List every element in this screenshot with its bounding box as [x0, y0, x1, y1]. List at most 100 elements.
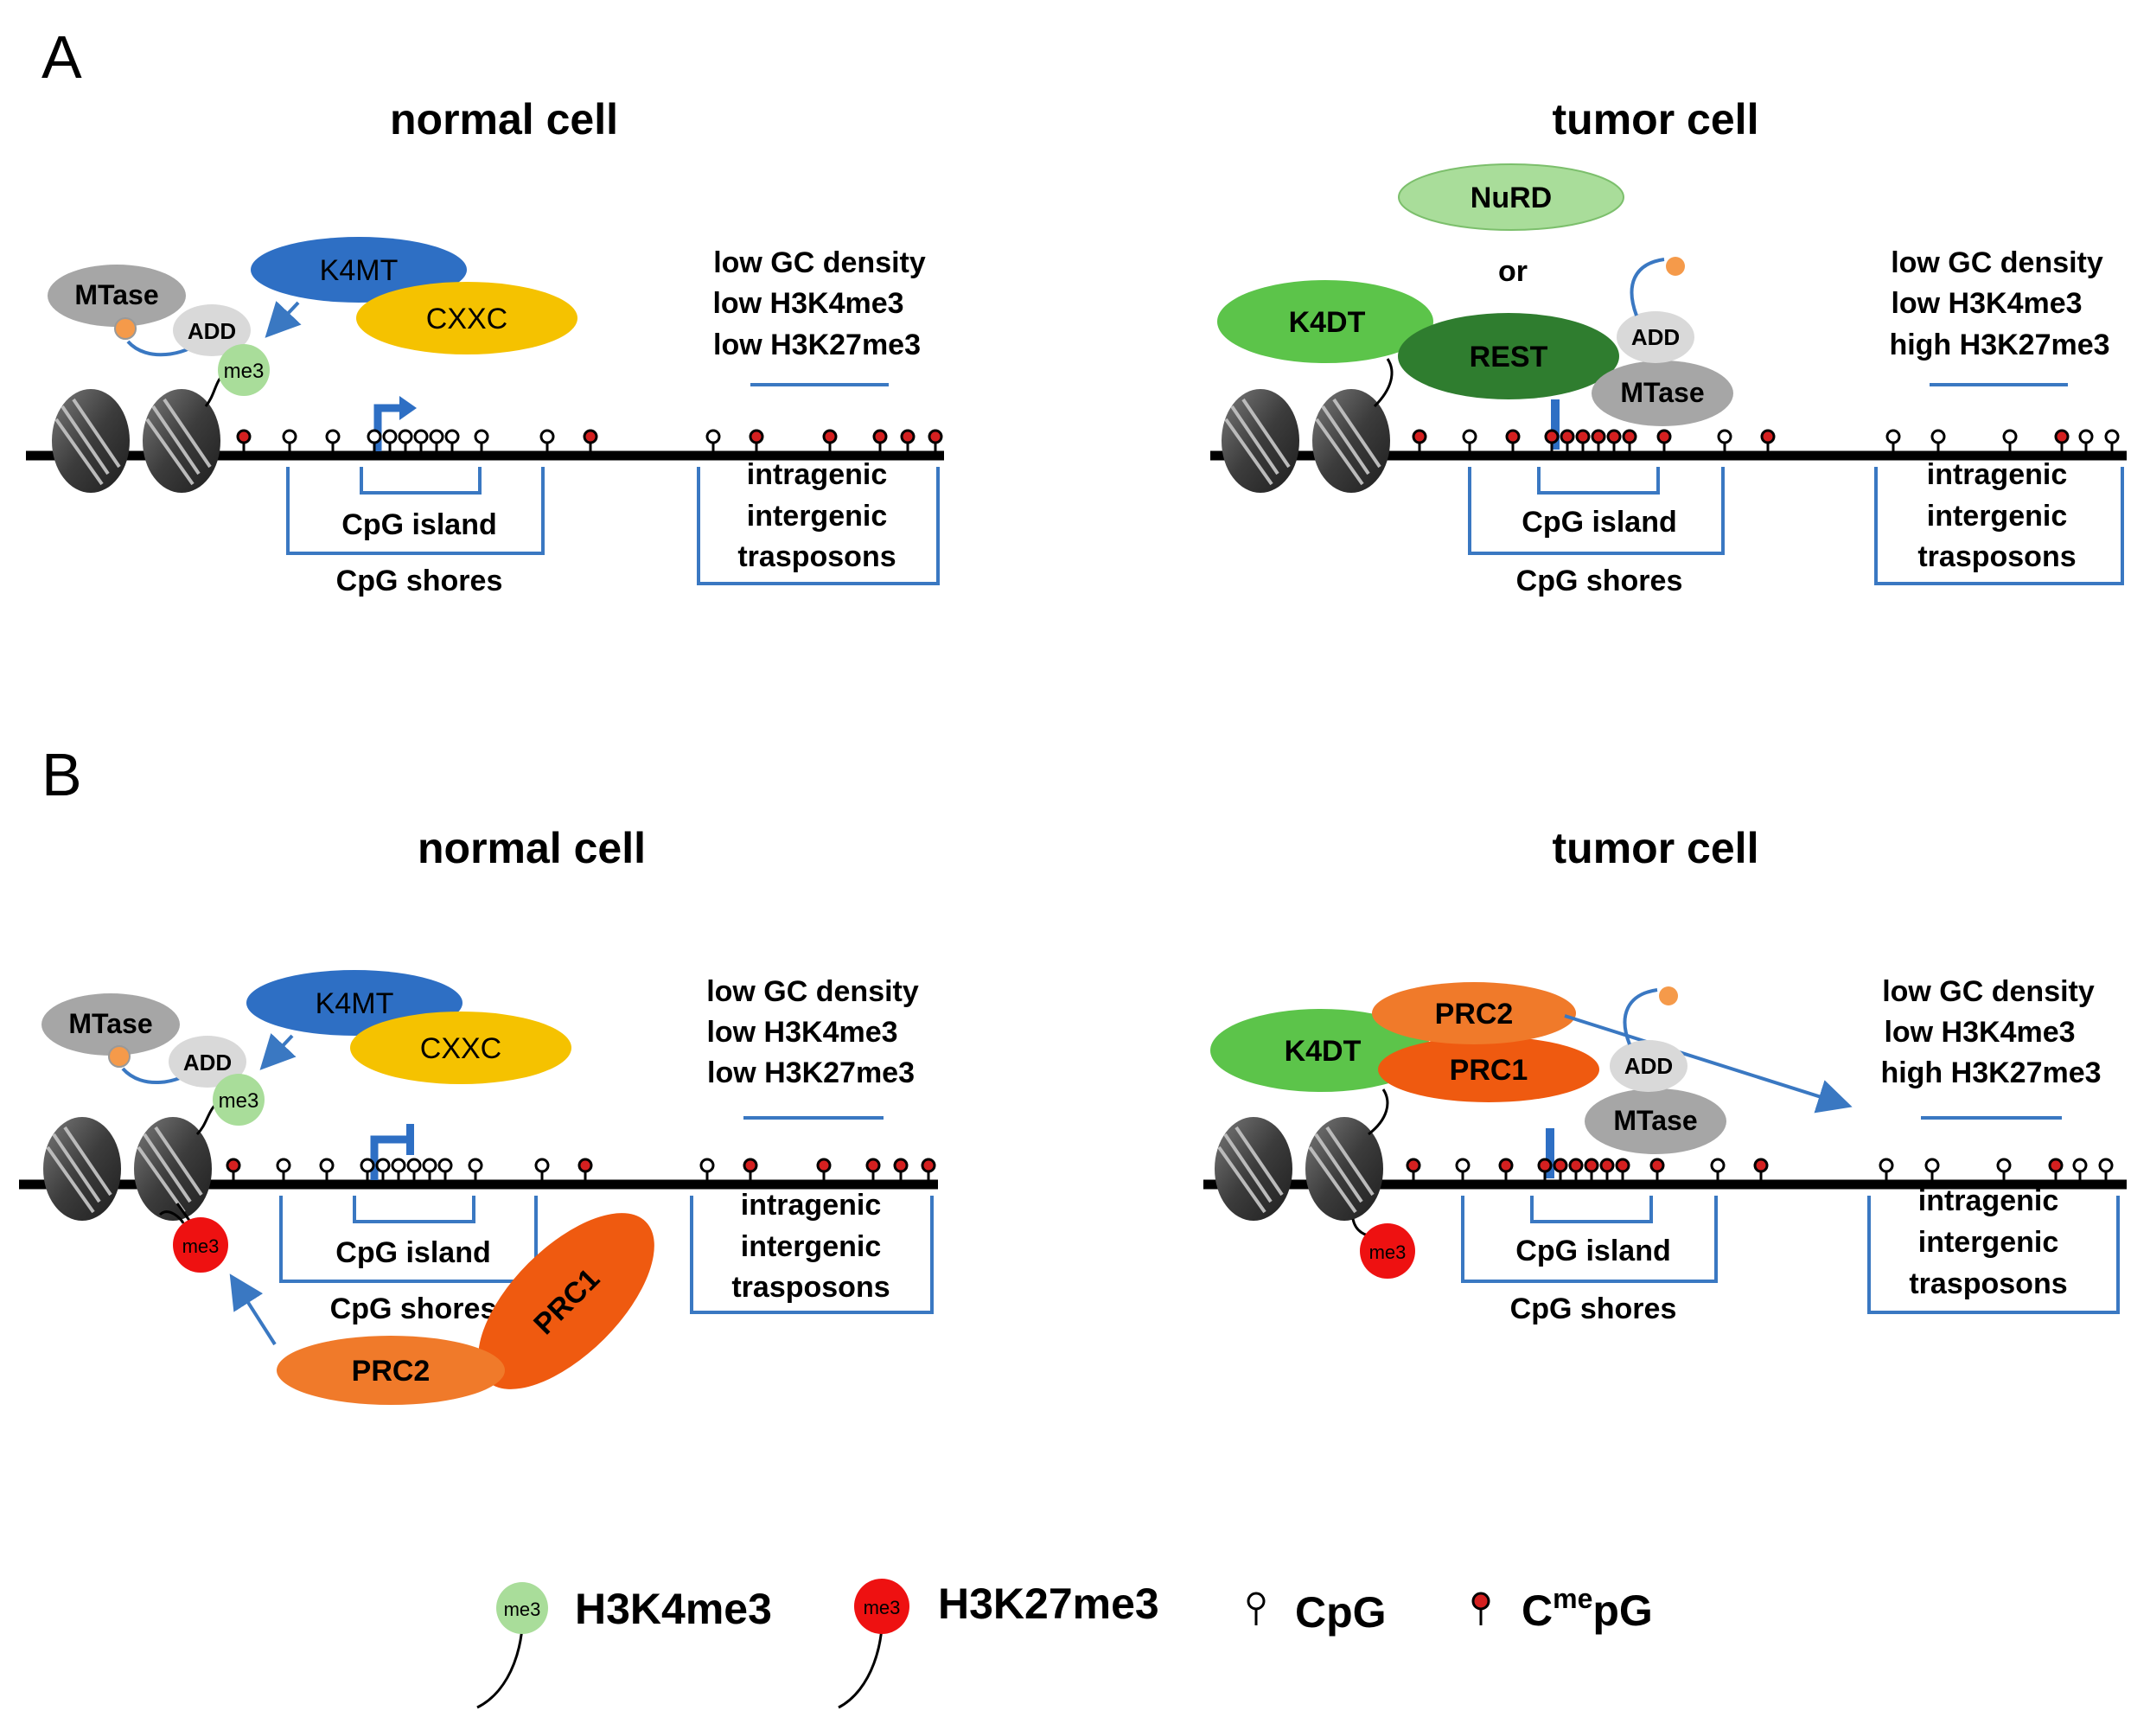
panel-b-tumor: tumor cell K4DT PRC1 PRC2 MTase ADD	[1203, 824, 2127, 1325]
methyl-donor-dot	[1659, 986, 1678, 1005]
prc1-label: PRC1	[1450, 1054, 1528, 1087]
legend-mcpg-label: CmepG	[1522, 1583, 1653, 1635]
cpg-icon	[375, 1158, 391, 1180]
cpg-icon	[444, 429, 460, 451]
h3k27me3-icon	[854, 1579, 909, 1634]
nucleosome-icon	[1312, 389, 1390, 493]
nucleosome-icon	[134, 1117, 212, 1221]
panel-b-label: B	[41, 741, 82, 808]
region-label: trasposons	[1909, 1267, 2067, 1300]
methylated-cpg-icon	[2054, 429, 2070, 451]
cpg-icon	[1879, 1158, 1894, 1180]
cpg-island-bracket	[353, 1196, 475, 1223]
cpg-sites	[236, 429, 943, 451]
feature-line: high H3K27me3	[1880, 1056, 2101, 1089]
methylated-cpg-icon	[1505, 429, 1521, 451]
regions-bracket	[690, 1196, 934, 1314]
nucleosome-icon	[43, 1117, 121, 1221]
cpg-icon	[705, 429, 721, 451]
rest-protein	[1398, 313, 1619, 399]
regions-bracket	[1867, 1196, 2120, 1314]
methylated-cpg-icon	[872, 429, 888, 451]
methylated-cpg-icon	[822, 429, 838, 451]
mcpg-sup: me	[1553, 1583, 1592, 1614]
mtase-label: MTase	[68, 1008, 152, 1039]
methylated-cpg-icon	[816, 1158, 832, 1180]
k4dt-label: K4DT	[1285, 1035, 1362, 1068]
nucleosome-icon	[1305, 1117, 1383, 1221]
cpg-icon	[429, 429, 444, 451]
rest-label: REST	[1470, 341, 1548, 373]
nucleosome-icon	[52, 389, 130, 493]
or-label: or	[1498, 255, 1528, 288]
methylated-cpg-icon	[1498, 1158, 1514, 1180]
cpg-icon	[398, 429, 413, 451]
methylated-cpg-icon	[1584, 1158, 1599, 1180]
k4mt-label: K4MT	[320, 254, 399, 287]
nurd-label: NuRD	[1471, 182, 1552, 214]
cxxc-label: CXXC	[426, 303, 507, 335]
cpg-icon	[406, 1158, 422, 1180]
methylated-cpg-icon	[1560, 429, 1575, 451]
cpg-icon	[437, 1158, 453, 1180]
cpg-sites	[226, 1158, 936, 1180]
mtase-label: MTase	[1613, 1105, 1697, 1136]
h3k27me3-mark	[173, 1217, 228, 1273]
cpg-icon	[382, 429, 398, 451]
panel-a-normal: normal cell MTase ADD me3 K4MT CXXC	[26, 95, 944, 597]
add-label: ADD	[188, 318, 236, 344]
region-label: trasposons	[731, 1271, 890, 1304]
prc2-label: PRC2	[1435, 998, 1514, 1031]
methylated-cpg-icon	[749, 429, 764, 451]
feature-line: low H3K4me3	[1891, 287, 2082, 320]
cpg-icon	[468, 1158, 483, 1180]
region-label: intergenic	[741, 1230, 881, 1263]
blocked-tss-icon	[1551, 399, 1560, 450]
mtase-protein	[48, 265, 186, 327]
region-label: trasposons	[737, 540, 896, 573]
legend-k27-badge: me3	[864, 1597, 901, 1618]
legend-k4-label: H3K4me3	[575, 1585, 772, 1633]
methylated-cpg-icon	[1649, 1158, 1665, 1180]
methylated-cpg-icon	[1471, 1592, 1490, 1611]
k27-me3-label: me3	[1369, 1241, 1407, 1263]
methylated-cpg-icon	[1599, 1158, 1615, 1180]
linker-curve	[1623, 988, 1658, 1045]
me3-label: me3	[224, 360, 265, 383]
cpg-icon	[534, 1158, 550, 1180]
cpg-icon	[1455, 1158, 1471, 1180]
panel-a-label: A	[41, 23, 82, 91]
panel-a-tumor: tumor cell NuRD or K4DT REST MTase ADD	[1210, 95, 2127, 597]
methylated-cpg-icon	[1753, 1158, 1769, 1180]
nucleosome-icon	[1222, 389, 1299, 493]
add-domain	[173, 304, 251, 356]
methyl-donor-dot	[1666, 257, 1685, 276]
k4mt-label: K4MT	[316, 987, 394, 1020]
k4mt-arrow	[265, 300, 302, 338]
cpg-icon	[325, 429, 341, 451]
methylated-cpg-icon	[893, 1158, 909, 1180]
prc2-protein	[1372, 982, 1576, 1044]
linker-curve	[1630, 258, 1665, 316]
methylated-cpg-icon	[583, 429, 598, 451]
cpg-icon	[1885, 429, 1901, 451]
panel-b-tumor-title: tumor cell	[1553, 824, 1759, 872]
methylated-cpg-icon	[1568, 1158, 1584, 1180]
methylated-cpg-icon	[900, 429, 916, 451]
legend: me3 H3K4me3 me3 H3K27me3 CpG CmepG	[476, 1579, 1653, 1709]
cpg-icon	[2078, 429, 2094, 451]
k4dt-protein	[1217, 280, 1433, 363]
methylated-cpg-icon	[1760, 429, 1776, 451]
mtase-protein	[41, 993, 180, 1056]
mcpg-c: C	[1522, 1586, 1553, 1635]
nucleosome-icon	[143, 389, 220, 493]
histone-tail	[158, 1210, 185, 1224]
cpg-icon	[474, 429, 489, 451]
cpg-icon	[391, 1158, 406, 1180]
mtase-protein	[1585, 1088, 1726, 1154]
methylated-cpg-icon	[1622, 429, 1637, 451]
cpg-icon	[276, 1158, 291, 1180]
methylated-cpg-icon	[2048, 1158, 2064, 1180]
k4dt-label: K4DT	[1289, 306, 1366, 339]
methylated-cpg-icon	[743, 1158, 758, 1180]
